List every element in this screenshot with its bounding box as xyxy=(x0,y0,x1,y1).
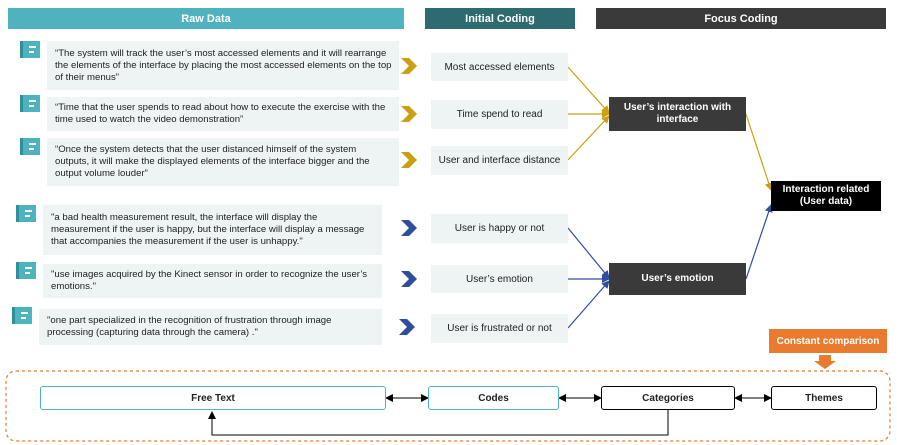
chevron-right-icon xyxy=(401,106,417,122)
code-box-1: Most accessed elements xyxy=(431,53,568,81)
header-focus-coding: Focus Coding xyxy=(596,8,886,29)
document-icon xyxy=(12,307,32,324)
code-box-4: User is happy or not xyxy=(431,214,568,243)
quote-text: “Once the system detects that the user d… xyxy=(55,144,370,179)
quote-box-3: “Once the system detects that the user d… xyxy=(47,138,399,186)
code-box-2: Time spend to read xyxy=(431,100,568,129)
header-initial-coding: Initial Coding xyxy=(425,8,575,29)
chevron-right-icon xyxy=(401,58,417,74)
quote-box-5: "use images acquired by the Kinect senso… xyxy=(43,264,382,298)
quote-box-6: "one part specialized in the recognition… xyxy=(39,309,382,345)
document-icon xyxy=(20,138,40,155)
connector-code3 xyxy=(567,115,610,161)
connector-code4 xyxy=(567,227,610,279)
document-icon xyxy=(16,205,36,222)
quote-text: “Time that the user spends to read about… xyxy=(55,102,386,125)
quote-text: "use images acquired by the Kinect senso… xyxy=(51,269,368,292)
process-frame xyxy=(5,370,891,442)
connector-interaction-result xyxy=(745,113,773,191)
chevron-right-icon xyxy=(401,152,417,168)
constant-comparison-badge: Constant comparison xyxy=(769,329,887,353)
header-raw-data: Raw Data xyxy=(8,8,404,29)
document-icon xyxy=(20,95,40,112)
code-box-6: User is frustrated or not xyxy=(431,314,568,343)
process-themes: Themes xyxy=(771,386,877,410)
quote-text: “The system will track the user’s most a… xyxy=(55,47,392,83)
quote-box-1: “The system will track the user’s most a… xyxy=(47,41,399,90)
code-box-3: User and interface distance xyxy=(431,146,568,175)
quote-box-2: “Time that the user spends to read about… xyxy=(47,97,399,131)
chevron-right-icon xyxy=(401,271,417,287)
document-icon xyxy=(16,262,36,279)
code-box-5: User’s emotion xyxy=(431,265,568,293)
quote-box-4: "a bad health measurement result, the in… xyxy=(43,205,382,255)
quote-text: "one part specialized in the recognition… xyxy=(47,315,332,338)
connector-code6 xyxy=(567,280,610,329)
quote-text: "a bad health measurement result, the in… xyxy=(51,212,365,247)
document-icon xyxy=(20,41,40,58)
process-categories: Categories xyxy=(601,386,735,410)
focus-interaction-box: User’s interaction with interface xyxy=(609,97,746,131)
connector-emotion-result xyxy=(745,204,773,280)
result-box: Interaction related (User data) xyxy=(771,181,881,211)
arrow-categories-loop xyxy=(208,410,669,436)
connector-code1 xyxy=(567,66,610,114)
chevron-right-icon xyxy=(399,319,415,335)
constant-comparison-pointer xyxy=(814,355,836,369)
process-codes: Codes xyxy=(428,386,559,410)
process-free-text: Free Text xyxy=(40,386,386,410)
chevron-right-icon xyxy=(401,220,417,236)
focus-emotion-box: User’s emotion xyxy=(609,263,746,295)
